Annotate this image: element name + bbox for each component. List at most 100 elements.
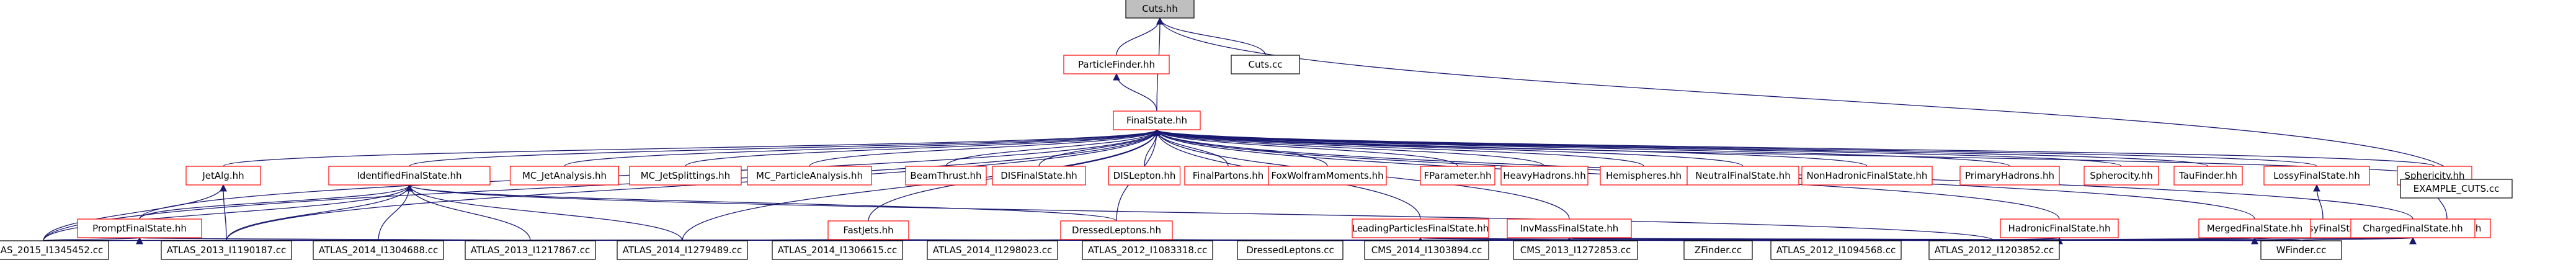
node-box [617,240,748,260]
node-label: FastJets.hh [843,225,893,236]
node-box [2260,240,2342,260]
node-label: IdentifiedFinalState.hh [357,170,462,181]
node-box [1060,220,1173,240]
node-box [927,240,1058,260]
node-wfinder: WFinder.cc [2260,240,2342,260]
edge-jetalg-to-finalstate [223,128,1161,167]
edge-mcsplit-to-finalstate [685,128,1161,167]
node-label: MC_JetSplittings.hh [641,170,730,182]
node-label: HeavyHadrons.hh [1503,170,1586,181]
node-taufinder[interactable]: TauFinder.hh [2173,166,2243,186]
edge-atlas2015-to-jetalg [43,184,227,241]
node-label: ATLAS_2013_I1190187.cc [167,245,286,256]
node-label: FinalState.hh [1126,115,1187,126]
node-label: PromptFinalState.hh [92,223,187,234]
node-box [1507,218,1632,238]
edge-atlas2014a-to-identified [378,184,413,241]
node-label: FinalPartons.hh [1193,170,1263,181]
node-label: Spherocity.hh [2090,170,2153,181]
node-label: ParticleFinder.hh [1078,59,1155,70]
node-dressedleptons[interactable]: DressedLeptons.hh [1060,220,1173,240]
node-hadronicfs[interactable]: HadronicFinalState.hh [2000,218,2119,238]
node-atlas2014c: ATLAS_2014_I1306615.cc [772,240,903,260]
node-box [827,220,909,240]
node-dressedleptonscc: DressedLeptons.cc [1237,240,1344,260]
node-beamthrust[interactable]: BeamThrust.hh [905,166,987,186]
node-box [1683,240,1753,260]
node-label: CMS_2013_I1272853.cc [1520,245,1631,256]
node-box [2350,218,2476,238]
node-hemispheres[interactable]: Hemispheres.hh [1600,166,1688,186]
node-box [313,240,444,260]
node-invmass[interactable]: InvMassFinalState.hh [1507,218,1632,238]
node-box [161,240,292,260]
node-leadingparticles[interactable]: LeadingParticlesFinalState.hh [1352,218,1489,238]
node-disfs[interactable]: DISFinalState.hh [992,166,1086,186]
node-label: ZFinder.cc [1695,245,1742,256]
node-primaryhadrons[interactable]: PrimaryHadrons.hh [1959,166,2060,186]
node-jetalg[interactable]: JetAlg.hh [185,166,261,186]
node-box [1352,218,1489,238]
node-finalpartons[interactable]: FinalPartons.hh [1184,166,1272,186]
node-cms2013: CMS_2013_I1272853.cc [1513,240,1638,260]
node-label: NonHadronicFinalState.hh [1807,170,1928,181]
edge-examplecuts-to-cuts [1156,17,2457,180]
node-label: DISLepton.hh [1113,170,1176,181]
node-identified[interactable]: IdentifiedFinalState.hh [328,166,491,186]
node-finalstate[interactable]: FinalState.hh [1113,110,1201,130]
node-cutscc: Cuts.cc [1231,55,1300,74]
edge-wfinder-to-chargedfs [2301,236,2417,245]
node-promptfs[interactable]: PromptFinalState.hh [77,218,202,238]
edge-atlas2013a-to-identified [226,184,413,241]
node-mcsplit[interactable]: MC_JetSplittings.hh [629,166,742,186]
edge-neutralfs-to-finalstate [1153,128,1744,167]
edge-atlas2012c-to-hadronicfs [1994,236,2063,245]
node-lossyfs[interactable]: LossyFinalState.hh [2263,166,2370,186]
edge-mcparticle-to-finalstate [809,128,1161,167]
node-chargedfs[interactable]: ChargedFinalState.hh [2350,218,2476,238]
node-box [1063,55,1170,74]
edge-mcjet-to-finalstate [564,128,1161,167]
node-mcjet[interactable]: MC_JetAnalysis.hh [509,166,620,186]
node-label: TauFinder.hh [2178,170,2237,181]
node-mcparticle[interactable]: MC_ParticleAnalysis.hh [747,166,872,186]
node-box [629,166,742,186]
node-label: ATLAS_2014_I1306615.cc [778,245,897,256]
edge-fparam-to-finalstate [1153,128,1458,167]
node-foxwolfram[interactable]: FoxWolframMoments.hh [1268,166,1387,186]
node-box [1513,240,1638,260]
node-particlefinder[interactable]: ParticleFinder.hh [1063,55,1170,74]
node-box [1268,166,1387,186]
node-box [992,166,1086,186]
node-box [465,240,596,260]
edge-identified-to-finalstate [409,128,1161,167]
node-label: Hemispheres.hh [1606,170,1682,181]
node-heavyhadrons[interactable]: HeavyHadrons.hh [1500,166,1589,186]
node-label: ATLAS_2013_I1217867.cc [471,245,590,256]
node-neutralfs[interactable]: NeutralFinalState.hh [1687,166,1799,186]
node-box [1113,110,1201,130]
edge-sphericity-to-finalstate [1153,128,2435,167]
node-atlas2014b: ATLAS_2014_I1279489.cc [617,240,748,260]
node-fastjets[interactable]: FastJets.hh [827,220,909,240]
node-dislepton[interactable]: DISLepton.hh [1108,166,1181,186]
node-box [1231,55,1300,74]
node-label: NeutralFinalState.hh [1695,170,1790,181]
node-label: ATLAS_2014_I1298023.cc [933,245,1052,256]
node-box [1364,240,1489,260]
edge-atlas2012c-to-chargedfs [1994,236,2415,245]
node-label: ChargedFinalState.hh [2363,223,2462,234]
node-mergedfs[interactable]: MergedFinalState.hh [2198,218,2311,238]
node-cms2014: CMS_2014_I1303894.cc [1364,240,1489,260]
node-box [509,166,620,186]
node-spherocity[interactable]: Spherocity.hh [2084,166,2159,186]
edge-dressedleptons-to-identified [406,184,1117,222]
node-nonhadronic[interactable]: NonHadronicFinalState.hh [1801,166,1933,186]
node-label: BeamThrust.hh [910,170,981,181]
node-label: ATLAS_2014_I1304688.cc [319,245,438,256]
node-fparam[interactable]: FParameter.hh [1420,166,1495,186]
node-atlas2012b: ATLAS_2012_I1094568.cc [1770,240,1902,260]
node-box [1184,166,1272,186]
